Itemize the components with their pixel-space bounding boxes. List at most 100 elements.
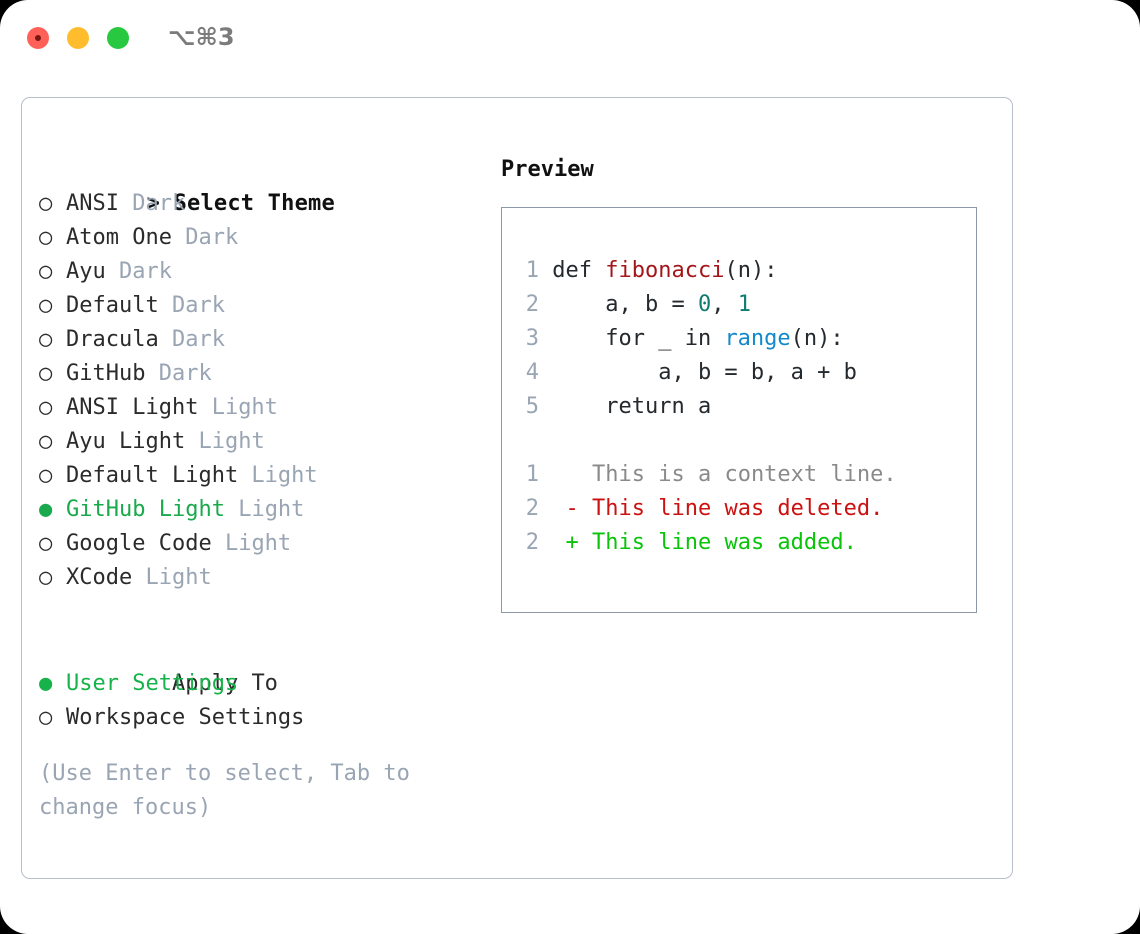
theme-item-label: ANSI Light — [66, 395, 199, 420]
theme-item-tag: Dark — [145, 361, 212, 386]
theme-item-tag: Light — [211, 531, 292, 556]
code-gutter-space — [539, 326, 552, 351]
select-theme-header: > Select Theme — [39, 153, 479, 216]
select-theme-header-label: Select Theme — [173, 191, 335, 216]
diff-gutter-space — [539, 462, 566, 487]
code-token-func: fibonacci — [605, 258, 725, 283]
code-token-plain: return a — [552, 394, 712, 419]
theme-item-label: Atom One — [66, 225, 172, 250]
code-line-number: 1 — [525, 258, 539, 283]
radio-unselected-icon: ○ — [39, 565, 66, 590]
theme-item-dracula[interactable]: ○ Dracula Dark — [39, 323, 479, 357]
code-line: 2 a, b = 0, 1 — [515, 288, 857, 322]
code-gutter-space — [539, 258, 552, 283]
code-line: 3 for _ in range(n): — [515, 322, 857, 356]
radio-unselected-icon: ○ — [39, 531, 66, 556]
diff-line-number: 2 — [525, 530, 539, 555]
main-panel: > Select Theme ○ ANSI Dark○ Atom One Dar… — [21, 97, 1013, 879]
code-token-num: 1 — [737, 292, 751, 317]
code-token-plain: for _ in — [552, 326, 725, 351]
cursor-caret-icon: > — [146, 191, 174, 216]
code-token-plain: (n): — [724, 258, 778, 283]
theme-item-tag: Dark — [118, 191, 186, 216]
radio-unselected-icon: ○ — [39, 463, 66, 488]
theme-item-tag: Dark — [158, 327, 225, 352]
diff-sign: - — [565, 496, 592, 521]
apply-to-item-workspace-settings[interactable]: ○ Workspace Settings — [39, 701, 479, 735]
code-line-number: 4 — [525, 360, 539, 385]
theme-item-tag: Light — [132, 565, 212, 590]
code-line-number: 3 — [525, 326, 539, 351]
theme-item-ansi[interactable]: ○ ANSI Dark — [39, 187, 479, 221]
code-line: 4 a, b = b, a + b — [515, 356, 857, 390]
theme-item-tag: Light — [224, 497, 305, 522]
close-button[interactable] — [27, 27, 49, 49]
theme-item-google-code[interactable]: ○ Google Code Light — [39, 527, 479, 561]
theme-item-label: Dracula — [66, 327, 159, 352]
theme-item-atom-one[interactable]: ○ Atom One Dark — [39, 221, 479, 255]
preview-title: Preview — [501, 157, 594, 182]
theme-item-label: Ayu Light — [66, 429, 186, 454]
theme-item-xcode[interactable]: ○ XCode Light — [39, 561, 479, 595]
diff-line: 2 + This line was added. — [515, 526, 897, 560]
theme-item-label: Default Light — [66, 463, 239, 488]
code-token-plain: a, b = — [552, 292, 698, 317]
apply-to-item-user-settings[interactable]: ● User Settings — [39, 667, 479, 701]
radio-unselected-icon: ○ — [39, 191, 66, 216]
apply-to-item-label: Workspace Settings — [66, 705, 305, 730]
diff-sample: 1 This is a context line.2 - This line w… — [515, 458, 897, 560]
code-line-number: 2 — [525, 292, 539, 317]
theme-item-tag: Light — [198, 395, 278, 420]
theme-item-ayu-light[interactable]: ○ Ayu Light Light — [39, 425, 479, 459]
theme-item-label: Default — [66, 293, 159, 318]
radio-selected-icon: ● — [39, 671, 66, 696]
code-line-number: 5 — [525, 394, 539, 419]
radio-unselected-icon: ○ — [39, 327, 66, 352]
diff-line: 2 - This line was deleted. — [515, 492, 897, 526]
minimize-button[interactable] — [67, 27, 89, 49]
radio-selected-icon: ● — [39, 497, 66, 522]
radio-unselected-icon: ○ — [39, 395, 66, 420]
theme-item-default[interactable]: ○ Default Dark — [39, 289, 479, 323]
code-gutter-space — [539, 292, 552, 317]
code-gutter-space — [539, 394, 552, 419]
diff-text: This line was added. — [592, 530, 857, 555]
diff-sign — [566, 462, 593, 487]
radio-unselected-icon: ○ — [39, 705, 66, 730]
theme-item-ayu[interactable]: ○ Ayu Dark — [39, 255, 479, 289]
theme-selection-column: > Select Theme ○ ANSI Dark○ Atom One Dar… — [39, 153, 479, 825]
theme-item-label: Ayu — [66, 259, 106, 284]
theme-item-tag: Dark — [171, 225, 239, 250]
code-line: 1 def fibonacci(n): — [515, 254, 857, 288]
code-token-builtin: range — [724, 326, 791, 351]
theme-item-github[interactable]: ○ GitHub Dark — [39, 357, 479, 391]
code-token-plain: a, b = b, a + b — [552, 360, 857, 385]
theme-item-github-light[interactable]: ● GitHub Light Light — [39, 493, 479, 527]
theme-item-tag: Dark — [105, 259, 172, 284]
theme-item-label: GitHub — [66, 361, 146, 386]
theme-item-tag: Dark — [158, 293, 225, 318]
radio-unselected-icon: ○ — [39, 225, 66, 250]
code-gutter-space — [539, 360, 552, 385]
theme-item-ansi-light[interactable]: ○ ANSI Light Light — [39, 391, 479, 425]
diff-text: This line was deleted. — [592, 496, 884, 521]
radio-unselected-icon: ○ — [39, 361, 66, 386]
radio-unselected-icon: ○ — [39, 293, 66, 318]
theme-list: ○ ANSI Dark○ Atom One Dark○ Ayu Dark○ De… — [39, 187, 479, 595]
diff-line: 1 This is a context line. — [515, 458, 897, 492]
code-token-plain: def — [552, 258, 606, 283]
code-line: 5 return a — [515, 390, 857, 424]
keyboard-hint: (Use Enter to select, Tab to change focu… — [39, 761, 424, 820]
theme-item-default-light[interactable]: ○ Default Light Light — [39, 459, 479, 493]
theme-item-label: XCode — [66, 565, 133, 590]
diff-sign: + — [565, 530, 592, 555]
spacer — [39, 595, 479, 633]
maximize-button[interactable] — [107, 27, 129, 49]
theme-item-label: Google Code — [66, 531, 212, 556]
radio-unselected-icon: ○ — [39, 429, 66, 454]
theme-item-label: GitHub Light — [66, 497, 225, 522]
apply-to-list: ● User Settings○ Workspace Settings — [39, 667, 479, 735]
diff-text: This is a context line. — [592, 462, 897, 487]
